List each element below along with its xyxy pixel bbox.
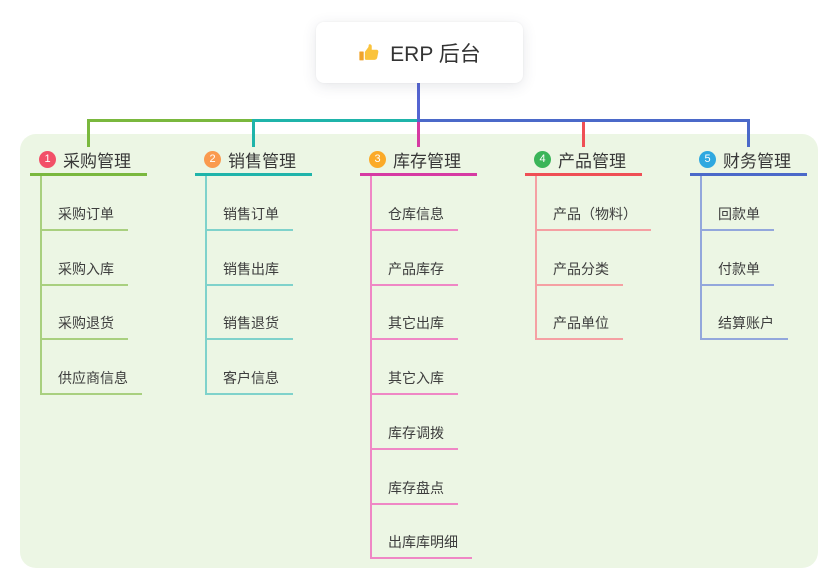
topic-node[interactable]: 采购退货 [40, 312, 128, 340]
topic-node[interactable]: 产品库存 [370, 258, 458, 286]
branch-5-title[interactable]: 5 财务管理 [690, 146, 816, 173]
topic-node[interactable]: 库存调拨 [370, 422, 458, 450]
topic-node[interactable]: 仓库信息 [370, 203, 458, 231]
branch-drop-line [582, 122, 585, 147]
topic-node[interactable]: 销售出库 [205, 258, 293, 286]
root-stem-line [417, 82, 420, 122]
topic-node[interactable]: 销售订单 [205, 203, 293, 231]
branches-panel [20, 134, 818, 568]
branch-index-badge: 3 [369, 151, 386, 168]
branch-title-label: 采购管理 [63, 152, 131, 171]
branch-1-title[interactable]: 1 采购管理 [30, 146, 156, 173]
branch-title-underline [195, 173, 312, 176]
branch-vertical-line [535, 176, 537, 340]
topic-node[interactable]: 其它入库 [370, 367, 458, 395]
topic-node[interactable]: 产品单位 [535, 312, 623, 340]
branch-index-badge: 4 [534, 151, 551, 168]
topic-node[interactable]: 产品分类 [535, 258, 623, 286]
branch-title-underline [30, 173, 147, 176]
branch-2-title[interactable]: 2 销售管理 [195, 146, 321, 173]
branch-drop-line [87, 122, 90, 147]
branch-title-label: 销售管理 [228, 152, 296, 171]
branch-connector-line [417, 119, 750, 122]
branch-index-badge: 5 [699, 151, 716, 168]
branch-3-title[interactable]: 3 库存管理 [360, 146, 486, 173]
branch-vertical-line [700, 176, 702, 340]
branch-index-badge: 2 [204, 151, 221, 168]
branch-title-underline [690, 173, 807, 176]
branch-title-underline [525, 173, 642, 176]
branch-index-badge: 1 [39, 151, 56, 168]
topic-node[interactable]: 回款单 [700, 203, 774, 231]
topic-node[interactable]: 产品（物料） [535, 203, 651, 231]
branch-drop-line [252, 122, 255, 147]
root-label: ERP 后台 [390, 42, 481, 66]
thumbs-up-icon [358, 42, 380, 64]
branch-connector-line [252, 119, 420, 122]
topic-node[interactable]: 出库库明细 [370, 531, 472, 559]
topic-node[interactable]: 供应商信息 [40, 367, 142, 395]
topic-node[interactable]: 采购入库 [40, 258, 128, 286]
topic-node[interactable]: 客户信息 [205, 367, 293, 395]
topic-node[interactable]: 采购订单 [40, 203, 128, 231]
branch-vertical-line [370, 176, 372, 559]
branch-drop-line [417, 122, 420, 147]
branch-title-label: 财务管理 [723, 152, 791, 171]
branch-4-title[interactable]: 4 产品管理 [525, 146, 651, 173]
topic-node[interactable]: 结算账户 [700, 312, 788, 340]
branch-title-label: 库存管理 [393, 152, 461, 171]
topic-node[interactable]: 付款单 [700, 258, 774, 286]
root-node[interactable]: ERP 后台 [316, 22, 523, 83]
topic-node[interactable]: 销售退货 [205, 312, 293, 340]
branch-title-underline [360, 173, 477, 176]
topic-node[interactable]: 库存盘点 [370, 477, 458, 505]
branch-drop-line [747, 122, 750, 147]
branch-title-label: 产品管理 [558, 152, 626, 171]
topic-node[interactable]: 其它出库 [370, 312, 458, 340]
